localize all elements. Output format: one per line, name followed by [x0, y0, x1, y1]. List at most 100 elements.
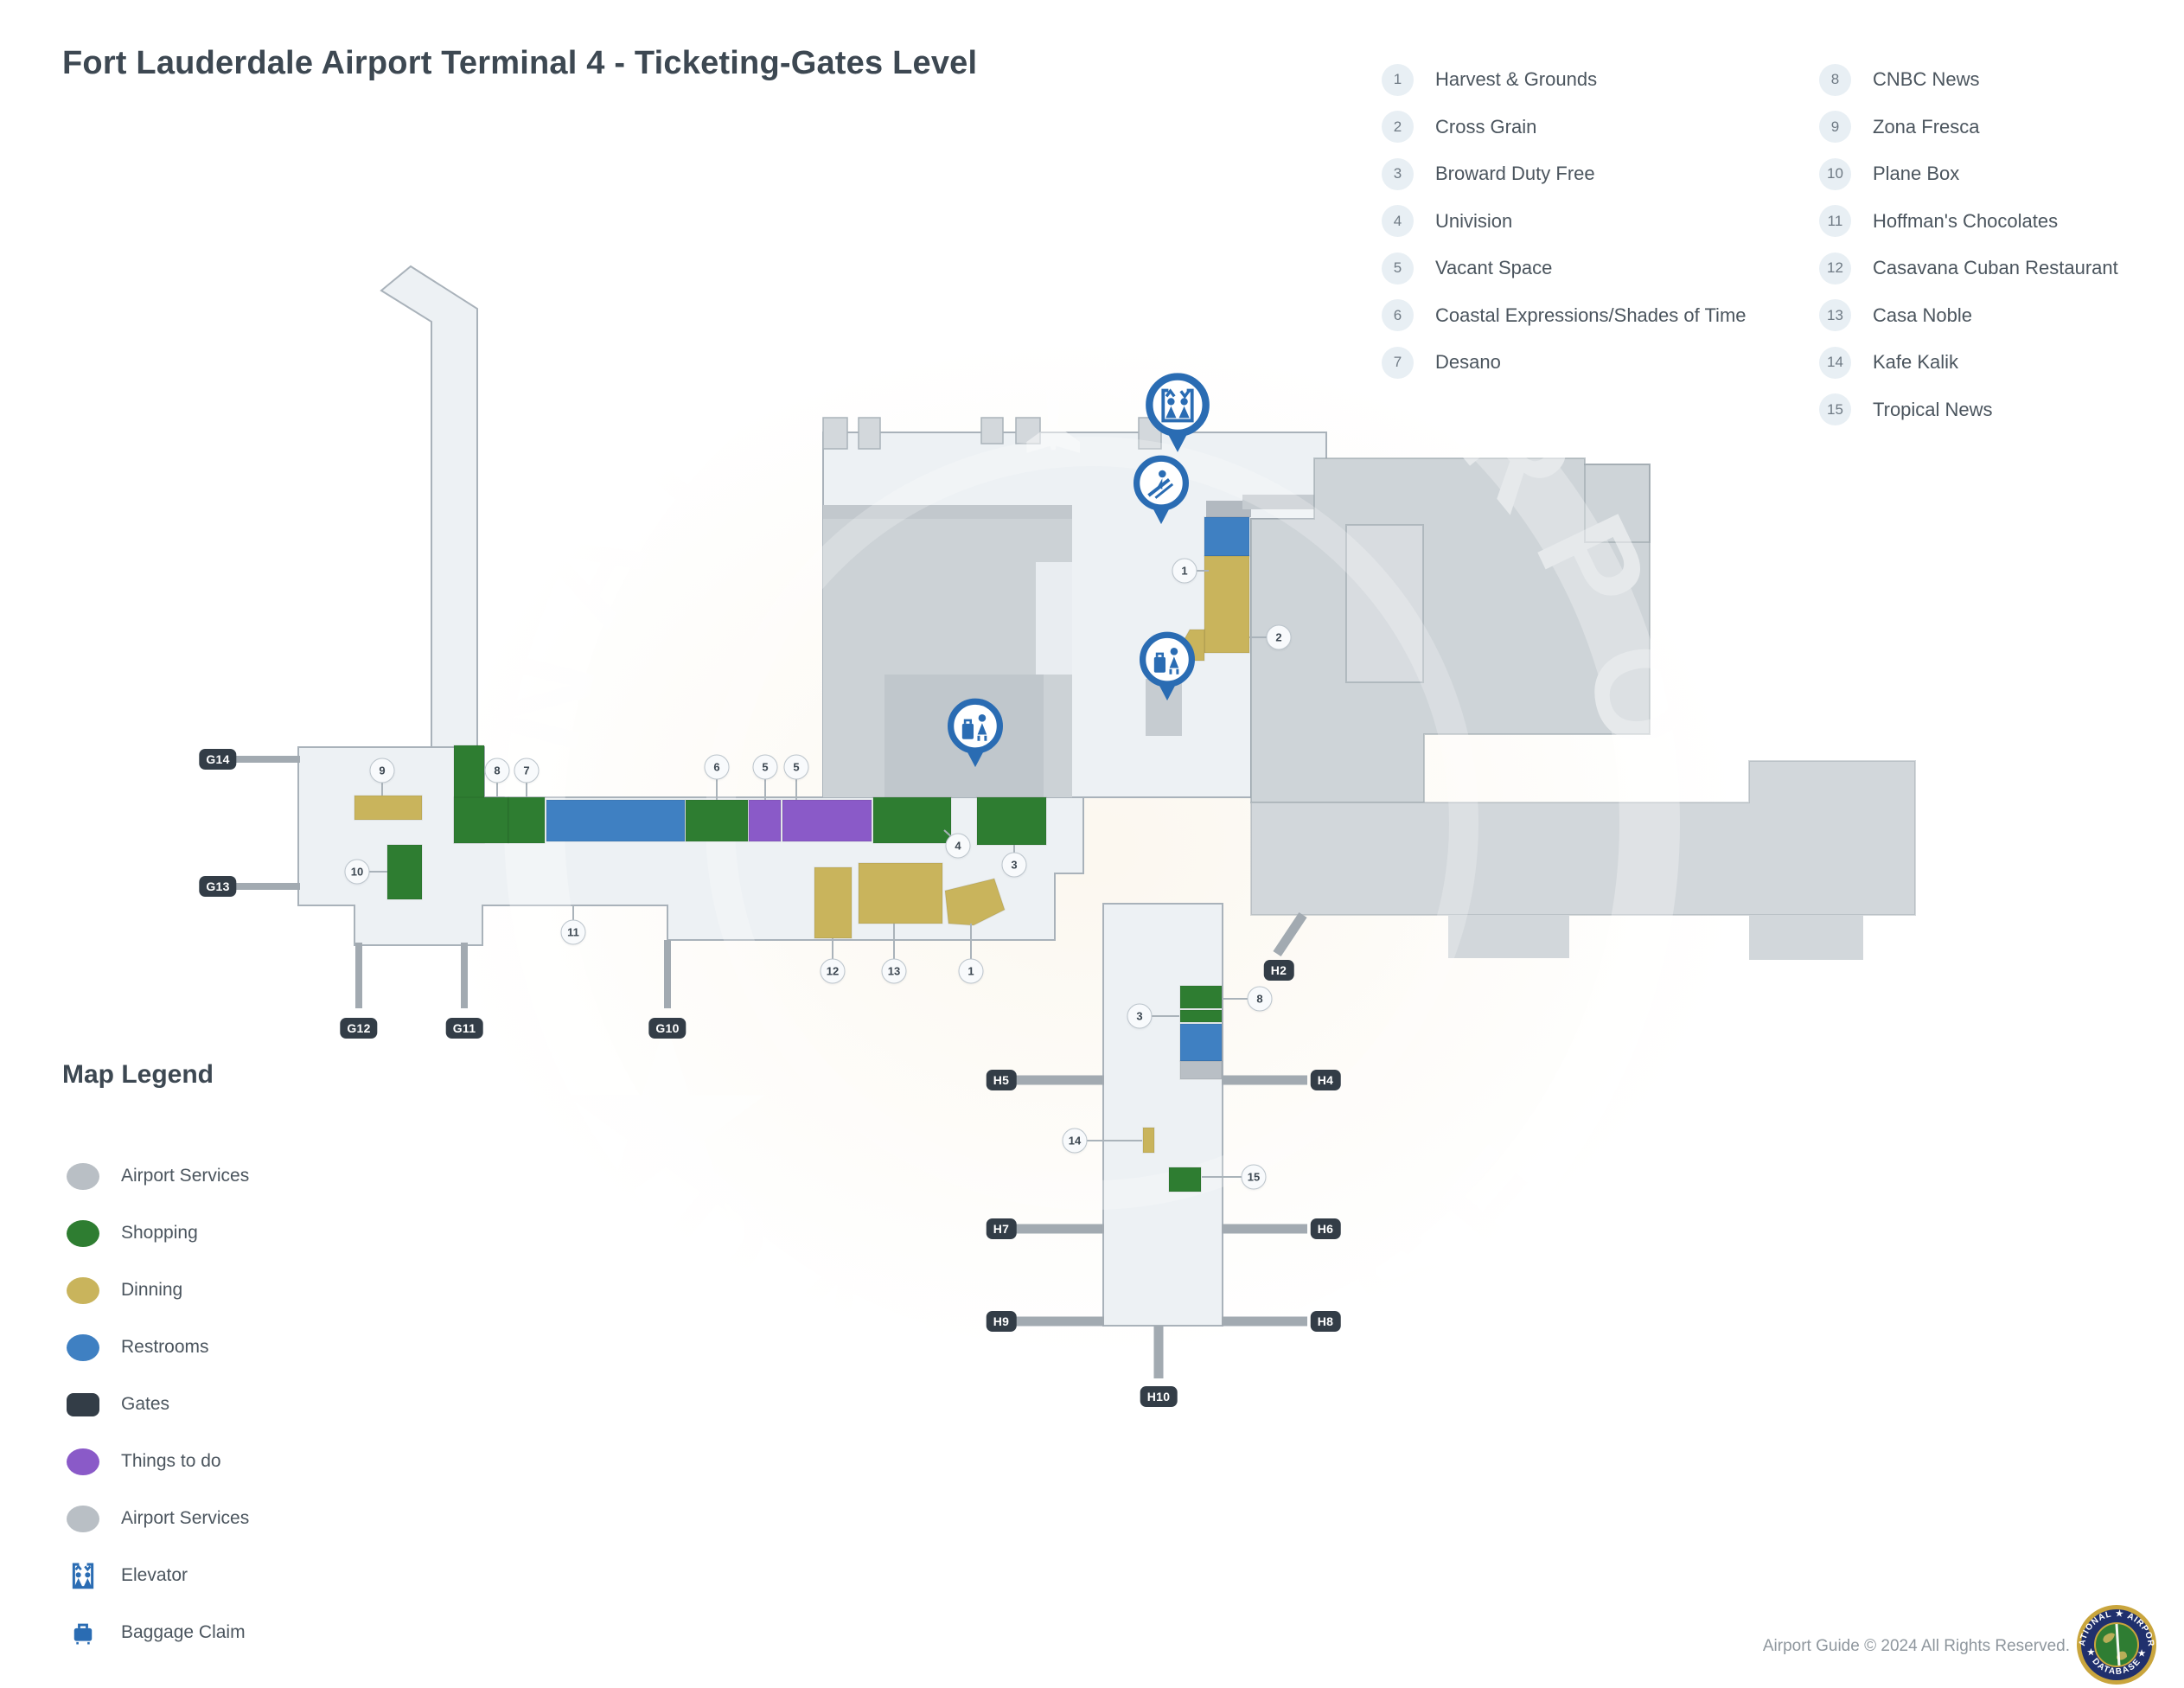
dining-zona-fresca — [354, 795, 423, 821]
roof-strip-dark — [1206, 501, 1251, 517]
map-marker-3[interactable]: 3 — [1001, 852, 1027, 878]
directory-item-number: 13 — [1819, 299, 1851, 331]
directory-item-number: 10 — [1819, 157, 1851, 190]
directory-item: 10 Plane Box — [1819, 155, 1959, 193]
legend-item-label: Restrooms — [121, 1337, 209, 1357]
directory-item: 7 Desano — [1382, 343, 1501, 381]
map-marker-9[interactable]: 9 — [369, 758, 395, 783]
legend-item-label: Airport Services — [121, 1166, 250, 1186]
directory-item-number: 14 — [1819, 346, 1851, 379]
gate-label-H5[interactable]: H5 — [986, 1070, 1017, 1090]
legend-color-icon — [64, 1162, 102, 1190]
gate-label-H4[interactable]: H4 — [1310, 1070, 1341, 1090]
map-marker-7[interactable]: 7 — [514, 758, 540, 783]
gate-label-H7[interactable]: H7 — [986, 1218, 1017, 1239]
restroom-pier — [1179, 1023, 1223, 1062]
thingstodo-vacant-a — [748, 799, 782, 842]
legend-item: Shopping — [64, 1205, 249, 1262]
legend-color-swatch — [67, 1162, 99, 1190]
directory-item-label: Zona Fresca — [1873, 115, 1980, 137]
directory-item-number: 8 — [1819, 63, 1851, 96]
directory-item-label: Kafe Kalik — [1873, 351, 1959, 373]
directory-item-label: Casa Noble — [1873, 304, 1972, 326]
legend-item: Gates — [64, 1376, 249, 1433]
directory-item-number: 12 — [1819, 252, 1851, 285]
baggage-pin[interactable] — [1139, 631, 1196, 708]
map-marker-4[interactable]: 4 — [945, 833, 971, 859]
national-airport-database-logo: NATIONAL ★ AIRPORT ★ DATABASE ★ — [2075, 1603, 2156, 1685]
gate-label-G11[interactable]: G11 — [445, 1018, 483, 1039]
directory-item-number: 7 — [1382, 346, 1414, 379]
elevator-pin[interactable] — [1145, 372, 1210, 460]
map-marker-14[interactable]: 14 — [1062, 1128, 1088, 1154]
map-marker-3[interactable]: 3 — [1127, 1003, 1153, 1029]
legend-color-icon — [64, 1333, 102, 1361]
legend-title: Map Legend — [62, 1060, 214, 1089]
page-title: Fort Lauderdale Airport Terminal 4 - Tic… — [62, 45, 978, 81]
gate-label-H9[interactable]: H9 — [986, 1311, 1017, 1332]
map-marker-1[interactable]: 1 — [1172, 558, 1197, 584]
directory-item-label: Broward Duty Free — [1435, 163, 1595, 184]
directory-item: 15 Tropical News — [1819, 391, 1993, 429]
legend-item-label: Gates — [121, 1394, 170, 1414]
amenity-blocks — [354, 516, 1250, 1192]
directory-item-number: 1 — [1382, 63, 1414, 96]
directory-item-number: 2 — [1382, 111, 1414, 143]
directory-item-number: 9 — [1819, 111, 1851, 143]
directory-item-label: Casavana Cuban Restaurant — [1873, 257, 2118, 278]
shop-coastal-expressions — [685, 799, 749, 842]
legend-color-swatch — [67, 1219, 99, 1247]
south-pier — [1102, 903, 1223, 1327]
baggage-icon — [64, 1619, 102, 1646]
shop-duty-free — [976, 796, 1047, 846]
directory-item-label: Hoffman's Chocolates — [1873, 209, 2059, 232]
east-service-panel — [1345, 524, 1424, 683]
legend-color-icon — [64, 1276, 102, 1304]
shop-pier-cnbc — [1179, 985, 1223, 1009]
escalator-pin[interactable] — [1133, 455, 1190, 532]
gate-label-G12[interactable]: G12 — [340, 1018, 378, 1039]
map-marker-2[interactable]: 2 — [1266, 624, 1292, 650]
gate-label-H2[interactable]: H2 — [1263, 960, 1294, 981]
map-marker-1[interactable]: 1 — [958, 958, 984, 984]
legend-item: Airport Services — [64, 1490, 249, 1547]
gate-label-H8[interactable]: H8 — [1310, 1311, 1341, 1332]
map-marker-10[interactable]: 10 — [344, 859, 370, 885]
northwest-arm — [380, 265, 478, 748]
map-marker-15[interactable]: 15 — [1241, 1164, 1267, 1190]
gate-label-G14[interactable]: G14 — [199, 749, 237, 770]
directory-item-number: 15 — [1819, 393, 1851, 425]
east-service-subroom — [1584, 464, 1651, 543]
footer-copyright: Airport Guide © 2024 All Rights Reserved… — [1762, 1637, 2070, 1655]
map-marker-13[interactable]: 13 — [881, 958, 907, 984]
map-marker-11[interactable]: 11 — [560, 919, 586, 945]
baggage-pin[interactable] — [947, 698, 1004, 775]
gate-label-H10[interactable]: H10 — [1140, 1386, 1178, 1407]
service-pier — [1179, 1060, 1223, 1080]
gate-label-G13[interactable]: G13 — [199, 876, 237, 897]
directory-item-label: Desano — [1435, 351, 1501, 373]
legend-item-label: Things to do — [121, 1451, 221, 1471]
southeast-tab-1 — [1448, 915, 1569, 958]
directory-item-label: Univision — [1435, 209, 1513, 232]
dining-kafe-kalik — [1142, 1127, 1155, 1154]
legend-color-swatch — [67, 1505, 99, 1532]
gate-label-H6[interactable]: H6 — [1310, 1218, 1341, 1239]
map-marker-8[interactable]: 8 — [484, 758, 510, 783]
legend-item: Elevator — [64, 1547, 249, 1604]
map-marker-8[interactable]: 8 — [1247, 986, 1273, 1012]
map-marker-12[interactable]: 12 — [820, 958, 846, 984]
map-marker-5[interactable]: 5 — [783, 754, 809, 780]
map-marker-5[interactable]: 5 — [752, 754, 778, 780]
directory-item-number: 5 — [1382, 252, 1414, 285]
legend-item: Dinning — [64, 1262, 249, 1319]
gate-label-G10[interactable]: G10 — [648, 1018, 686, 1039]
directory-item-label: Plane Box — [1873, 163, 1960, 184]
map-marker-6[interactable]: 6 — [704, 754, 730, 780]
directory-item-number: 3 — [1382, 157, 1414, 190]
directory-item-label: Tropical News — [1873, 398, 1993, 420]
